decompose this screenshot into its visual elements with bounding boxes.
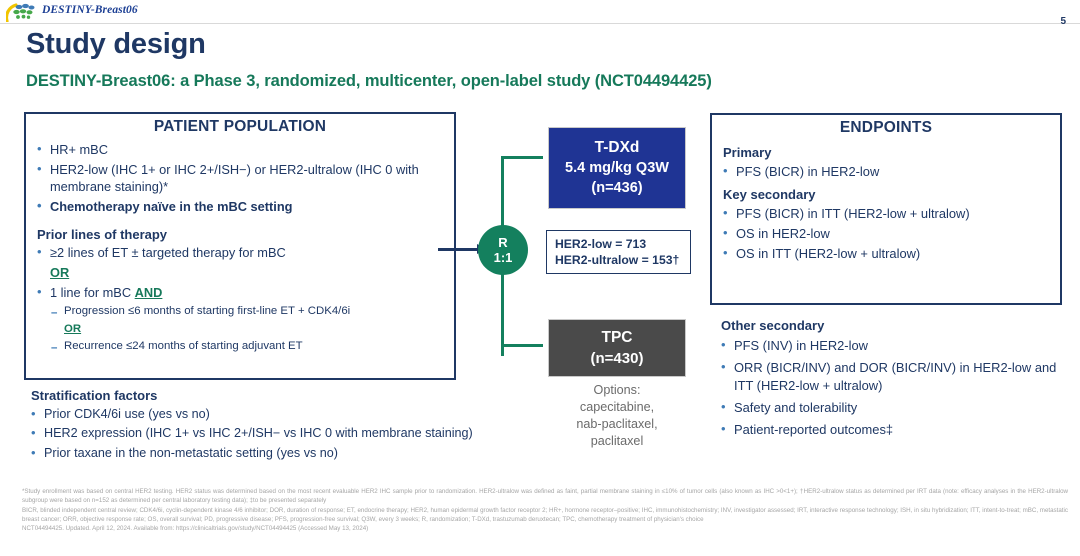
her2-ultralow-count: HER2-ultralow = 153†	[555, 253, 680, 267]
page-title: Study design	[26, 28, 206, 60]
list-item: HER2 expression (IHC 1+ vs IHC 2+/ISH− v…	[28, 424, 588, 442]
stratification-list: Prior CDK4/6i use (yes vs no) HER2 expre…	[28, 405, 588, 462]
header-bar	[0, 0, 1080, 24]
patient-population-panel: PATIENT POPULATION HR+ mBC HER2-low (IHC…	[24, 112, 456, 380]
list-item: OS in HER2-low	[720, 224, 1050, 243]
key-secondary-heading: Key secondary	[723, 187, 816, 202]
flow-connector-to-tpc	[501, 340, 594, 351]
list-item: HER2-low (IHC 1+ or IHC 2+/ISH−) or HER2…	[34, 160, 446, 196]
or-token: OR	[64, 322, 82, 335]
treatment-arm-tpc: TPC (n=430)	[548, 319, 686, 377]
list-item: PFS (INV) in HER2-low	[718, 336, 1068, 355]
footnote-line: NCT04494425. Updated. April 12, 2024. Av…	[22, 525, 369, 533]
list-item-sub: Recurrence ≤24 months of starting adjuva…	[34, 339, 446, 357]
stratification-heading: Stratification factors	[31, 388, 158, 403]
list-item: ≥2 lines of ET ± targeted therapy for mB…	[34, 243, 446, 262]
item-text: 1 line for mBC	[50, 285, 135, 300]
list-item: Patient-reported outcomes‡	[718, 420, 1068, 439]
study-flow-diagram: R 1:1 T-DXd 5.4 mg/kg Q3W (n=436) HER2-l…	[438, 112, 704, 472]
list-item: Prior taxane in the non-metastatic setti…	[28, 444, 588, 462]
tpc-options-line: Options:	[593, 383, 641, 397]
her2-subgroup-counts: HER2-low = 713 HER2-ultralow = 153†	[546, 230, 691, 274]
arm-n: (n=436)	[591, 180, 643, 196]
page-subtitle: DESTINY-Breast06: a Phase 3, randomized,…	[26, 72, 712, 90]
footnotes: *Study enrollment was based on central H…	[22, 487, 1068, 533]
list-item: 1 line for mBC AND	[34, 283, 446, 302]
tpc-options-line: capecitabine,	[579, 400, 655, 414]
other-secondary-section: Other secondary PFS (INV) in HER2-low OR…	[718, 318, 1068, 439]
prior-lines-list: ≥2 lines of ET ± targeted therapy for mB…	[34, 243, 446, 357]
list-item: OS in ITT (HER2-low + ultralow)	[720, 244, 1050, 263]
footnote-line: BICR, blinded independent central review…	[22, 506, 1068, 523]
logo-label: DESTINY-Breast06	[42, 4, 138, 16]
endpoints-heading: ENDPOINTS	[839, 119, 933, 136]
arm-dose: 5.4 mg/kg Q3W	[565, 160, 669, 176]
primary-endpoints-heading: Primary	[723, 145, 772, 160]
randomization-node: R 1:1	[478, 225, 528, 275]
flow-connector-to-tdxd	[501, 152, 594, 163]
stratification-section: Stratification factors Prior CDK4/6i use…	[28, 388, 588, 462]
list-item-sub: Progression ≤6 months of starting first-…	[34, 304, 446, 322]
tpc-options-line: nab-paclitaxel,	[576, 417, 658, 431]
tpc-options-line: paclitaxel	[590, 434, 644, 448]
randomization-label: R	[498, 235, 508, 250]
list-item: HR+ mBC	[34, 140, 446, 159]
list-item: Prior CDK4/6i use (yes vs no)	[28, 405, 588, 423]
endpoints-panel: ENDPOINTS Primary PFS (BICR) in HER2-low…	[710, 113, 1062, 305]
randomization-ratio: 1:1	[493, 250, 513, 265]
patient-population-heading: PATIENT POPULATION	[153, 118, 327, 135]
and-token: AND	[134, 285, 163, 300]
destiny-breast-logo-icon	[4, 2, 40, 23]
patient-population-bullets: HR+ mBC HER2-low (IHC 1+ or IHC 2+/ISH−)…	[34, 140, 446, 216]
other-secondary-heading: Other secondary	[721, 318, 825, 333]
list-item: PFS (BICR) in ITT (HER2-low + ultralow)	[720, 204, 1050, 223]
footnote-line: *Study enrollment was based on central H…	[22, 488, 1068, 505]
her2-low-count: HER2-low = 713	[555, 237, 647, 251]
other-secondary-list: PFS (INV) in HER2-low ORR (BICR/INV) and…	[718, 336, 1068, 439]
entry-arrow-icon	[438, 244, 486, 254]
arm-n: (n=430)	[590, 350, 644, 367]
arm-name: TPC	[601, 329, 633, 346]
prior-lines-heading: Prior lines of therapy	[37, 226, 168, 242]
page-number: 5	[1060, 16, 1066, 27]
primary-endpoints-list: PFS (BICR) in HER2-low	[720, 162, 1050, 181]
list-item: PFS (BICR) in HER2-low	[720, 162, 1050, 181]
list-item: Chemotherapy naïve in the mBC setting	[34, 197, 446, 216]
key-secondary-list: PFS (BICR) in ITT (HER2-low + ultralow) …	[720, 204, 1050, 263]
arm-name: T-DXd	[594, 139, 640, 156]
or-token: OR	[50, 265, 70, 280]
tpc-options-list: Options: capecitabine, nab-paclitaxel, p…	[548, 382, 686, 450]
list-item-or: OR	[34, 264, 446, 282]
list-item-or: OR	[34, 322, 446, 337]
list-item: Safety and tolerability	[718, 398, 1068, 417]
list-item: ORR (BICR/INV) and DOR (BICR/INV) in HER…	[718, 358, 1068, 395]
treatment-arm-tdxd: T-DXd 5.4 mg/kg Q3W (n=436)	[548, 127, 686, 209]
